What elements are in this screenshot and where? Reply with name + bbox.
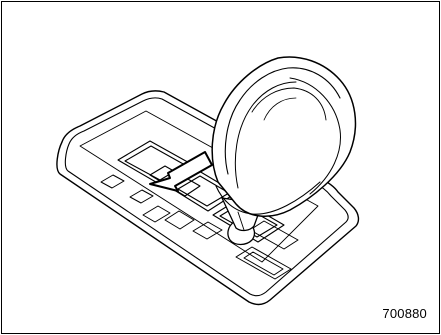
figure-code-label: 700880 <box>382 306 427 321</box>
